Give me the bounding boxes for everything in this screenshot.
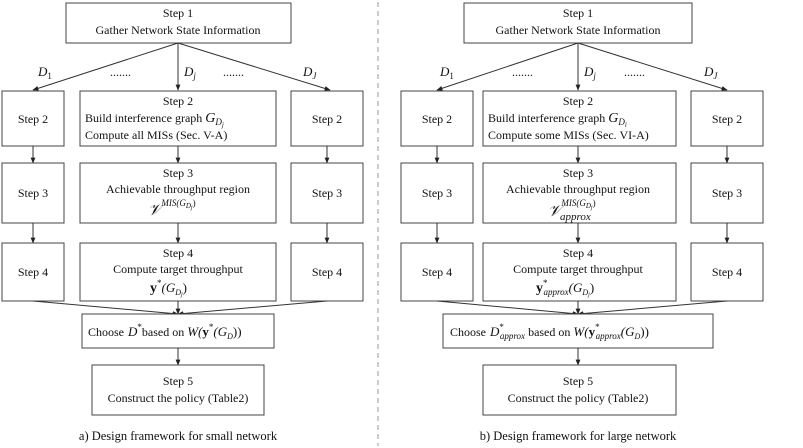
branch-ellipsis-right: ....... [624,65,645,79]
center-step4-math: y*(GDj) [150,278,187,298]
right-step4-label: Step 4 [712,265,742,279]
center-step3-math: 𝒱MIS(GDj)approx [548,198,596,223]
branch-ellipsis-left: ....... [110,65,131,79]
left-step2-label: Step 2 [422,112,452,126]
panel-small-network: Step 1 Gather Network State Information … [1,2,364,443]
step1-text: Gather Network State Information [496,23,661,37]
center-step2-line2: Compute some MISs (Sec. VI-A) [488,128,649,142]
right-step3-label: Step 3 [312,186,342,200]
center-step3-box [79,162,277,224]
left-step3-label: Step 3 [18,186,48,200]
step1-box [463,2,693,44]
left-step2-box [400,90,474,147]
step1-text: Gather Network State Information [96,23,261,37]
center-step3-line1: Achievable throughput region [106,182,250,196]
center-step4-title: Step 4 [563,246,593,260]
center-step2-box [482,90,677,147]
branch-label-dJ: DJ [703,64,718,81]
choose-box [442,313,714,349]
center-step3-title: Step 3 [163,166,193,180]
left-step2-label: Step 2 [18,112,48,126]
right-step3-box [290,162,364,224]
converge-arrow-left [32,300,179,316]
step5-text: Construct the policy (Table2) [108,391,249,405]
step5-box [482,364,677,416]
right-step2-box [690,90,764,147]
converge-arrow-right [177,300,328,316]
right-step4-label: Step 4 [312,265,342,279]
right-step4-box [690,242,764,302]
left-step4-label: Step 4 [422,265,452,279]
center-step2-box [79,90,277,147]
center-step4-title: Step 4 [163,246,193,260]
step1-box [65,2,292,44]
branch-arrow-d1 [32,42,179,91]
center-step3-box [482,162,677,224]
panel-large-network: Step 1 Gather Network State Information … [400,2,764,443]
branch-label-dJ: DJ [302,64,317,81]
choose-box [81,313,275,349]
center-step4-line1: Compute target throughput [113,262,243,276]
center-step3-title: Step 3 [563,166,593,180]
right-step3-box [690,162,764,224]
left-step4-label: Step 4 [18,265,48,279]
branch-label-dj: Dj [183,64,196,81]
step1-title: Step 1 [563,6,593,20]
center-step4-box [79,242,277,302]
branch-arrow-d1 [436,42,579,91]
right-step3-label: Step 3 [712,186,742,200]
converge-arrow-left [436,300,579,316]
left-step3-label: Step 3 [422,186,452,200]
branch-label-d1: D1 [37,64,52,81]
converge-arrow-right [577,300,728,316]
center-step2-line2: Compute all MISs (Sec. V-A) [85,128,227,142]
center-step2-title: Step 2 [163,94,193,108]
center-step2-title: Step 2 [563,94,593,108]
left-step4-box [400,242,474,302]
right-step4-box [290,242,364,302]
step5-title: Step 5 [163,374,193,388]
branch-ellipsis-left: ....... [512,65,533,79]
branch-arrow-dJ [577,42,728,91]
caption-a: a) Design framework for small network [79,429,278,443]
center-step4-math: y*approx(GDj) [536,278,594,298]
step5-box [91,364,265,416]
right-step2-label: Step 2 [712,112,742,126]
left-step3-box [400,162,474,224]
branch-arrow-dJ [177,42,331,91]
step5-title: Step 5 [563,374,593,388]
step1-title: Step 1 [163,6,193,20]
center-step4-box [482,242,677,302]
branch-label-d1: D1 [439,64,454,81]
caption-b: b) Design framework for large network [480,429,677,443]
branch-label-dj: Dj [583,64,596,81]
branch-ellipsis-right: ....... [223,65,244,79]
center-step3-line1: Achievable throughput region [506,182,650,196]
right-step2-label: Step 2 [312,112,342,126]
center-step4-line1: Compute target throughput [513,262,643,276]
step5-text: Construct the policy (Table2) [508,391,649,405]
